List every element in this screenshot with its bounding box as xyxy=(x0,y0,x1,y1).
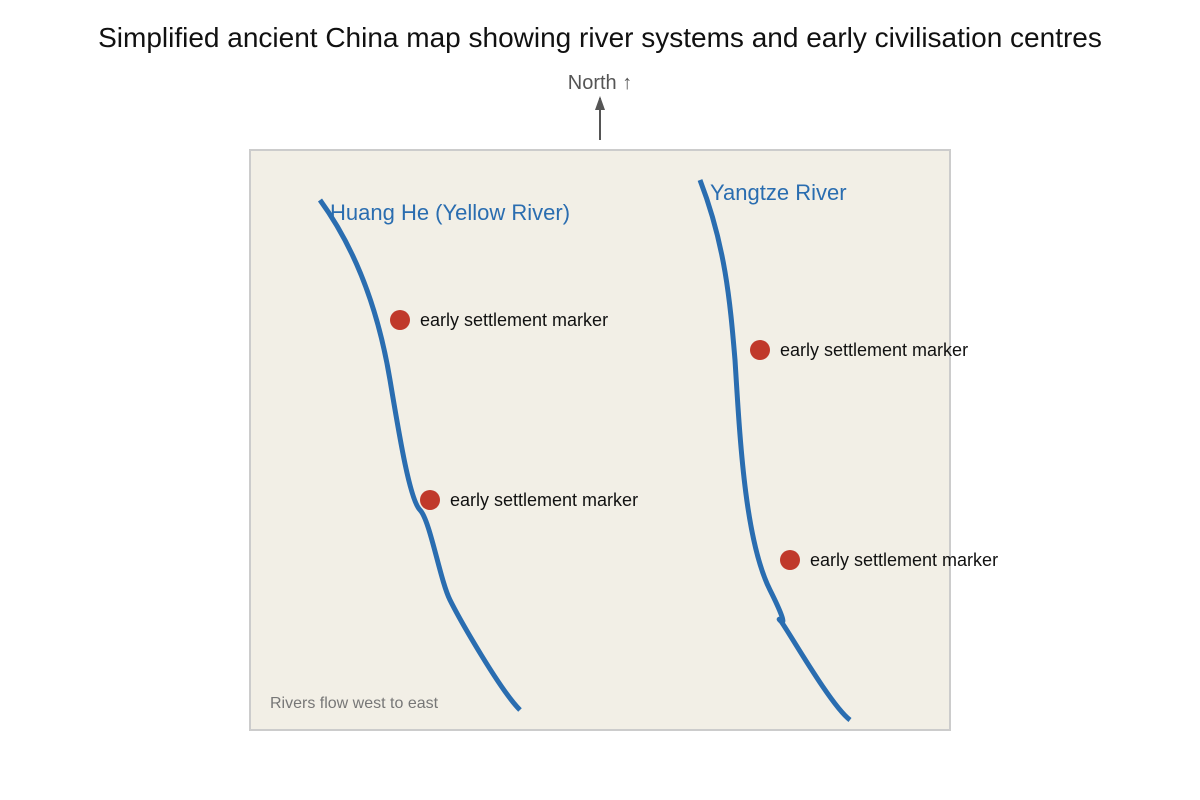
north-label: North ↑ xyxy=(567,72,633,94)
settlement-dot-icon xyxy=(780,550,800,570)
map-note: Rivers flow west to east xyxy=(270,695,439,712)
settlement-marker: early settlement marker xyxy=(780,549,998,571)
north-arrow-icon xyxy=(595,96,605,140)
settlement-label: early settlement marker xyxy=(420,309,609,330)
settlement-dot-icon xyxy=(390,310,410,330)
settlement-label: early settlement marker xyxy=(780,339,969,360)
settlement-marker: early settlement marker xyxy=(750,339,968,361)
settlement-marker: early settlement marker xyxy=(390,309,608,331)
river-yangtze xyxy=(697,179,852,722)
river-huang-he xyxy=(317,198,522,712)
river-label-huang-he: Huang He (Yellow River) xyxy=(330,200,571,225)
map-title: Simplified ancient China map showing riv… xyxy=(98,22,1102,53)
settlement-dot-icon xyxy=(420,490,440,510)
settlement-label: early settlement marker xyxy=(450,489,639,510)
map-area xyxy=(249,149,951,731)
settlement-dot-icon xyxy=(750,340,770,360)
settlement-marker: early settlement marker xyxy=(420,489,638,511)
settlement-label: early settlement marker xyxy=(810,549,999,570)
river-label-yangtze: Yangtze River xyxy=(710,180,847,205)
